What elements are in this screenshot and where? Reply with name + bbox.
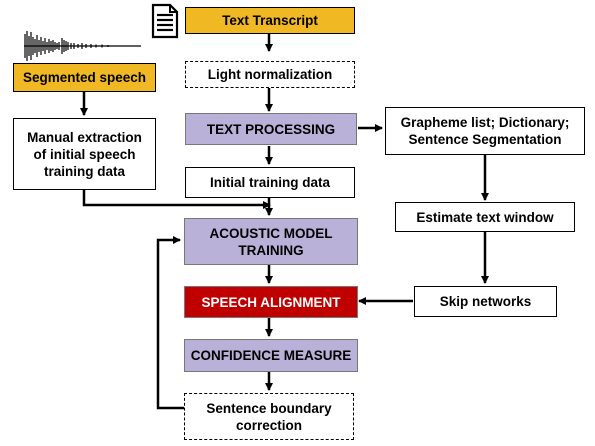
document-icon bbox=[151, 3, 179, 39]
light-normalization-box: Light normalization bbox=[185, 61, 355, 88]
text-transcript-label: Text Transcript bbox=[222, 13, 318, 28]
arrow-manual-to-training bbox=[82, 190, 271, 209]
arrow-feedback-loop bbox=[156, 236, 184, 410]
manual-extraction-box: Manual extraction of initial speech trai… bbox=[13, 118, 156, 190]
waveform-icon bbox=[24, 31, 141, 61]
initial-training-data-label: Initial training data bbox=[209, 175, 330, 190]
sentence-boundary-correction-label: Sentence boundary correction bbox=[206, 400, 332, 433]
grapheme-list-label: Grapheme list; Dictionary; Sentence Segm… bbox=[400, 115, 570, 147]
skip-networks-box: Skip networks bbox=[414, 286, 557, 317]
grapheme-list-box: Grapheme list; Dictionary; Sentence Segm… bbox=[385, 107, 585, 155]
text-transcript-box: Text Transcript bbox=[185, 7, 355, 34]
confidence-measure-label: CONFIDENCE MEASURE bbox=[190, 348, 352, 363]
light-normalization-label: Light normalization bbox=[207, 67, 333, 82]
speech-alignment-label: SPEECH ALIGNMENT bbox=[201, 294, 341, 310]
acoustic-model-training-box: ACOUSTIC MODEL TRAINING bbox=[184, 218, 358, 265]
speech-alignment-box: SPEECH ALIGNMENT bbox=[184, 286, 358, 318]
manual-extraction-label: Manual extraction of initial speech trai… bbox=[27, 129, 142, 179]
initial-training-data-box: Initial training data bbox=[185, 167, 355, 198]
text-processing-box: TEXT PROCESSING bbox=[185, 113, 357, 145]
segmented-speech-box: Segmented speech bbox=[13, 63, 156, 92]
acoustic-model-training-label: ACOUSTIC MODEL TRAINING bbox=[209, 225, 333, 258]
segmented-speech-label: Segmented speech bbox=[22, 70, 147, 85]
confidence-measure-box: CONFIDENCE MEASURE bbox=[184, 339, 358, 372]
estimate-text-window-box: Estimate text window bbox=[395, 202, 575, 232]
sentence-boundary-correction-box: Sentence boundary correction bbox=[184, 393, 354, 440]
skip-networks-label: Skip networks bbox=[439, 294, 532, 309]
text-processing-label: TEXT PROCESSING bbox=[206, 121, 336, 137]
estimate-text-window-label: Estimate text window bbox=[416, 209, 554, 225]
